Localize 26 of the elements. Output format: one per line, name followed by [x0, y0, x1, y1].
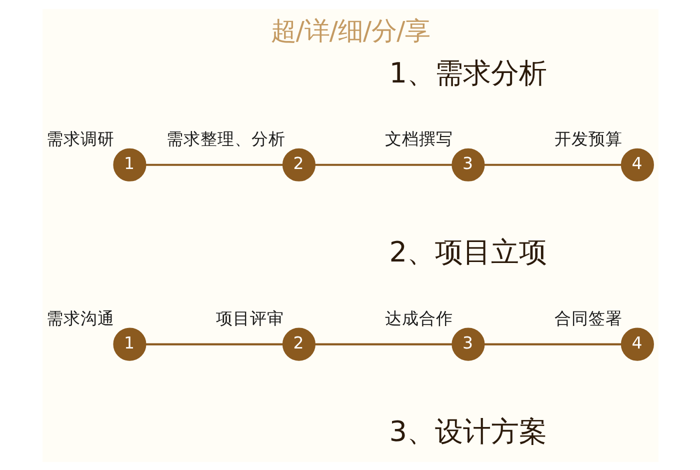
node-circle: 1 — [112, 327, 146, 360]
node-label: 开发预算 — [554, 128, 622, 148]
connector — [145, 342, 282, 345]
connector — [484, 342, 621, 345]
node-label: 需求调研 — [46, 128, 114, 148]
connector — [145, 163, 282, 166]
node-circle: 2 — [282, 148, 315, 181]
node-label: 需求沟通 — [46, 308, 114, 328]
node-label: 达成合作 — [384, 308, 453, 328]
node-label: 项目评审 — [215, 308, 284, 328]
node-circle: 2 — [282, 327, 315, 360]
node-label: 文档撰写 — [384, 128, 453, 148]
label: 2、项目立项 — [388, 235, 547, 268]
node-circle: 3 — [451, 148, 484, 181]
node-label: 需求整理、分析 — [166, 128, 285, 148]
node-circle: 3 — [451, 327, 484, 360]
node-circle: 4 — [620, 327, 654, 360]
node-circle: 4 — [620, 148, 654, 181]
node-label: 合同签署 — [554, 308, 622, 328]
connector — [484, 163, 621, 166]
diagram-title: 超/详/细/分/享 — [270, 15, 430, 46]
connector — [314, 163, 452, 166]
label: 3、设计方案 — [388, 414, 547, 448]
connector — [314, 342, 452, 345]
label: 1、需求分析 — [388, 56, 547, 89]
node-circle: 1 — [112, 148, 146, 181]
